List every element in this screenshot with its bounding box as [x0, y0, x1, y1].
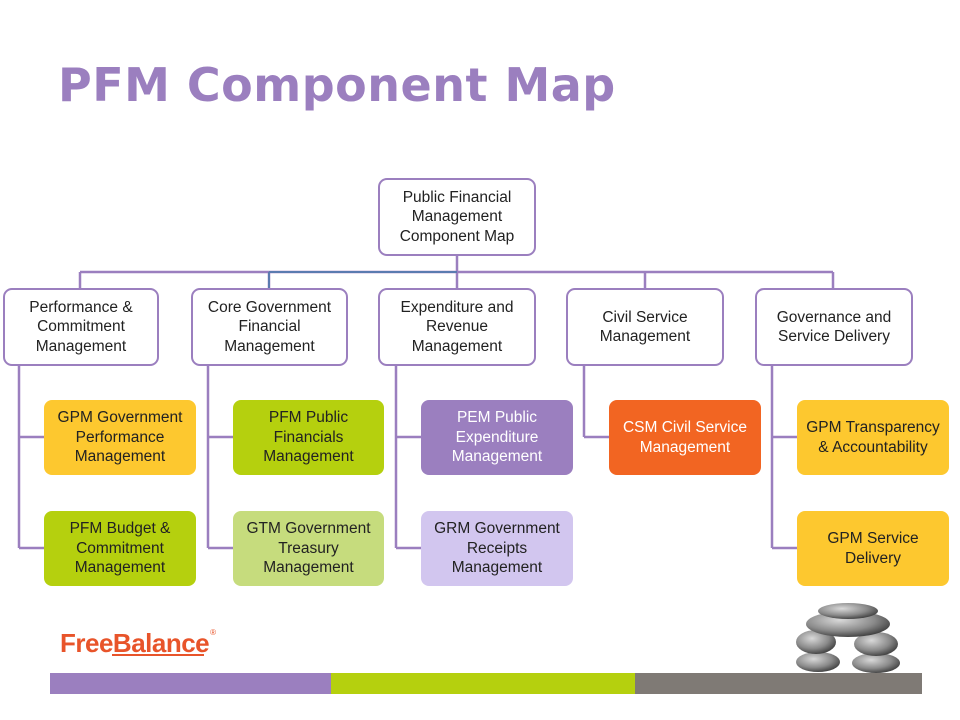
component-pfm-budget: PFM Budget & Commitment Management: [44, 511, 196, 586]
component-gpm-service-delivery: GPM Service Delivery: [797, 511, 949, 586]
category-label: Core Government Financial Management: [207, 298, 332, 355]
footer-bar-gray: [635, 673, 922, 694]
footer-bar-green: [331, 673, 635, 694]
component-label: GPM Government Performance Management: [57, 409, 183, 466]
component-gpm-performance: GPM Government Performance Management: [44, 400, 196, 475]
category-label: Performance & Commitment Management: [29, 298, 133, 355]
component-label: GPM Transparency & Accountability: [806, 419, 940, 456]
component-label: GTM Government Treasury Management: [246, 520, 371, 577]
category-core-government-financial: Core Government Financial Management: [191, 288, 348, 366]
component-pfm-public-financials: PFM Public Financials Management: [233, 400, 384, 475]
footer-bar-purple: [50, 673, 331, 694]
component-label: PFM Budget & Commitment Management: [69, 520, 171, 577]
component-label: CSM Civil Service Management: [622, 419, 747, 456]
root-label: Public Financial Management Component Ma…: [399, 188, 515, 245]
category-expenditure-revenue: Expenditure and Revenue Management: [378, 288, 536, 366]
component-gpm-transparency: GPM Transparency & Accountability: [797, 400, 949, 475]
component-label: GRM Government Receipts Management: [434, 520, 560, 577]
freebalance-logo: FreeBalance®: [60, 628, 216, 659]
logo-text-balance: Balance: [112, 628, 210, 658]
category-governance-service-delivery: Governance and Service Delivery: [755, 288, 913, 366]
logo-text-free: Free: [60, 628, 113, 658]
stacked-stones-image: [796, 603, 900, 673]
component-grm-receipts: GRM Government Receipts Management: [421, 511, 573, 586]
category-label: Expenditure and Revenue Management: [400, 298, 514, 355]
component-gtm-treasury: GTM Government Treasury Management: [233, 511, 384, 586]
component-label: PEM Public Expenditure Management: [451, 409, 543, 466]
page-title: PFM Component Map: [58, 58, 616, 112]
component-label: PFM Public Financials Management: [263, 409, 354, 466]
logo-underline: [112, 654, 204, 656]
component-pem-expenditure: PEM Public Expenditure Management: [421, 400, 573, 475]
category-label: Civil Service Management: [599, 308, 691, 346]
category-label: Governance and Service Delivery: [776, 308, 892, 346]
root-node: Public Financial Management Component Ma…: [378, 178, 536, 256]
category-performance-commitment: Performance & Commitment Management: [3, 288, 159, 366]
logo-registered-mark: ®: [210, 628, 216, 637]
component-csm-civil-service: CSM Civil Service Management: [609, 400, 761, 475]
component-label: GPM Service Delivery: [827, 530, 919, 567]
category-civil-service: Civil Service Management: [566, 288, 724, 366]
